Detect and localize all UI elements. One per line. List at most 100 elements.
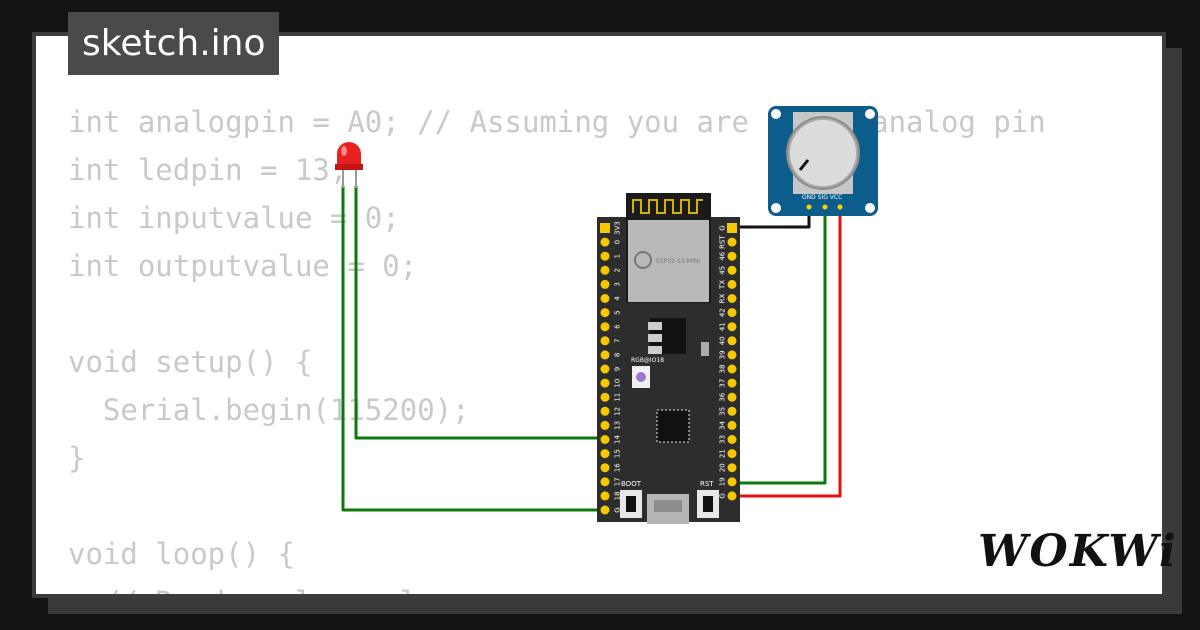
pin-8[interactable]	[600, 350, 610, 360]
pin-label: 1	[614, 254, 622, 258]
pin-33[interactable]	[727, 435, 737, 444]
rst-label: RST	[700, 480, 714, 488]
pin-g[interactable]	[600, 505, 610, 515]
pin-label: 40	[719, 336, 727, 345]
file-tab[interactable]: sketch.ino	[68, 12, 280, 75]
pin-7[interactable]	[600, 336, 610, 346]
pin-11[interactable]	[600, 392, 610, 402]
pin-label: 18	[614, 491, 622, 500]
pin-12[interactable]	[600, 406, 610, 416]
pin-label: 11	[614, 393, 622, 402]
pin-label: 16	[614, 463, 622, 472]
pin-label: 21	[719, 449, 727, 458]
esp32-board[interactable]: ESP32-S3-MINI RGB@IO18 BOOT RST 3V301234…	[597, 193, 740, 524]
code-line: int inputvalue = 0;	[68, 201, 400, 235]
wifi-module	[628, 220, 709, 302]
pin-17[interactable]	[600, 477, 610, 487]
usb-chip	[656, 409, 690, 443]
pin-42[interactable]	[727, 308, 737, 318]
wire-led-cathode[interactable]	[341, 186, 605, 512]
code-line: // Read analog value	[68, 578, 1046, 594]
pin-19[interactable]	[727, 477, 737, 487]
boot-label: BOOT	[621, 480, 642, 488]
pin-label: 39	[719, 350, 727, 359]
pin-35[interactable]	[727, 406, 737, 416]
pin-1[interactable]	[600, 251, 610, 261]
pin-label: 10	[614, 379, 622, 388]
pin-6[interactable]	[600, 322, 610, 332]
pin-46[interactable]	[727, 251, 737, 261]
rgb-label: RGB@IO18	[631, 357, 664, 364]
code-line: Serial.begin(115200);	[68, 393, 470, 427]
pin-3[interactable]	[600, 279, 610, 289]
code-preview: int analogpin = A0; // Assuming you are …	[68, 98, 1046, 594]
pin-label: RX	[719, 293, 727, 303]
pot-knob[interactable]	[788, 118, 858, 188]
pin-label: RST	[719, 235, 727, 249]
pin-label: G	[614, 507, 622, 512]
pin-label: 38	[719, 365, 727, 374]
pin-label: 0	[614, 240, 622, 244]
pin-16[interactable]	[600, 463, 610, 473]
pin-10[interactable]	[600, 378, 610, 388]
pin-label: G	[719, 493, 727, 498]
pin-label: 7	[614, 339, 622, 343]
pin-label: 14	[614, 435, 622, 444]
pin-34[interactable]	[727, 420, 737, 430]
pin-41[interactable]	[727, 322, 737, 332]
pin-18[interactable]	[600, 491, 610, 501]
pin-13[interactable]	[600, 420, 610, 430]
pin-label: 37	[719, 379, 727, 388]
espressif-logo-icon	[634, 251, 652, 269]
pin-0[interactable]	[600, 237, 610, 247]
pin-label: 5	[614, 310, 622, 314]
pin-label: 13	[614, 421, 622, 430]
pin-20[interactable]	[727, 463, 737, 473]
pin-g[interactable]	[727, 491, 737, 501]
pin-39[interactable]	[727, 350, 737, 360]
red-led[interactable]	[335, 142, 363, 188]
pin-14[interactable]	[600, 435, 610, 444]
pin-2[interactable]	[600, 265, 610, 275]
wires	[341, 186, 842, 512]
pin-9[interactable]	[600, 364, 610, 374]
code-line: }	[68, 441, 86, 475]
wokwi-logo: WOKWi	[978, 526, 1178, 577]
pin-label: 12	[614, 407, 622, 416]
pin-15[interactable]	[600, 449, 610, 459]
pin-tx[interactable]	[727, 279, 737, 289]
pin-label: 41	[719, 322, 727, 331]
pin-label: TX	[719, 280, 727, 290]
pin-label: 33	[719, 435, 727, 444]
pin-label: 36	[719, 392, 727, 401]
pin-rst[interactable]	[727, 237, 737, 247]
pin-4[interactable]	[600, 294, 610, 303]
pin-g[interactable]	[727, 223, 737, 233]
wire-led-anode[interactable]	[354, 186, 605, 440]
pin-21[interactable]	[727, 449, 737, 459]
potentiometer[interactable]: GND SIG VCC	[768, 106, 878, 216]
pin-label: 35	[719, 407, 727, 416]
pin-rx[interactable]	[727, 294, 737, 303]
pin-label: 3V3	[614, 221, 622, 235]
pin-3v3[interactable]	[600, 223, 610, 233]
pin-38[interactable]	[727, 364, 737, 374]
pin-label: 45	[719, 266, 727, 275]
pin-36[interactable]	[727, 392, 737, 402]
pin-45[interactable]	[727, 265, 737, 275]
pin-label: 46	[719, 251, 727, 260]
module-label: ESP32-S3-MINI	[656, 258, 700, 265]
code-line: void loop() {	[68, 537, 295, 571]
pin-5[interactable]	[600, 308, 610, 318]
pot-pin-labels: GND SIG VCC	[802, 194, 842, 201]
pin-label: 3	[614, 282, 622, 286]
code-line: void setup() {	[68, 345, 313, 379]
pin-label: 17	[614, 477, 622, 486]
wire-sig[interactable]	[731, 210, 827, 485]
pin-40[interactable]	[727, 336, 737, 346]
pin-label: 34	[719, 420, 727, 429]
pin-37[interactable]	[727, 378, 737, 388]
